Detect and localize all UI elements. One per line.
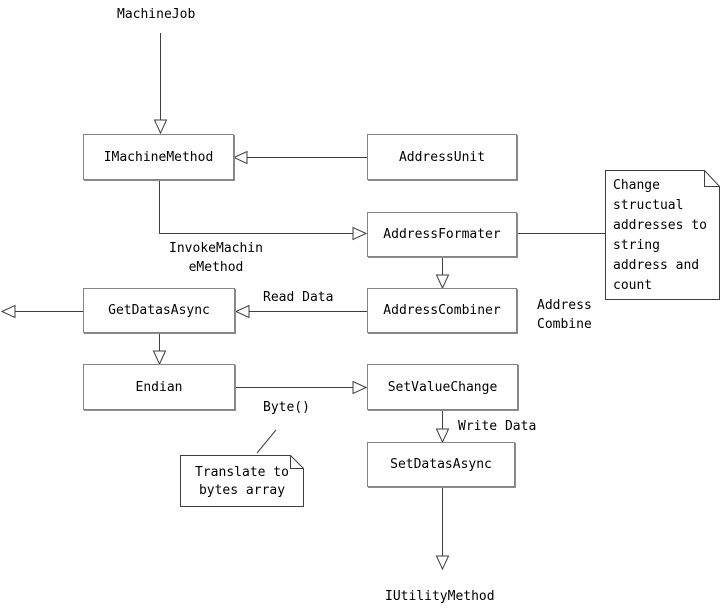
arrow-addressformater-to-addresscombiner <box>435 258 450 290</box>
node-getdatasasync[interactable]: GetDatasAsync <box>83 288 235 333</box>
edge-label-addresscombine-line1: Address <box>537 298 592 313</box>
edge-label-invokemachinemethod-line1: InvokeMachin <box>169 241 263 256</box>
note-translate-bytes-shape[interactable] <box>180 429 304 507</box>
edge-label-invokemachinemethod: InvokeMachin eMethod <box>158 239 274 277</box>
edge-label-writedata: Write Data <box>458 419 537 434</box>
edge-label-invokemachinemethod-line2: eMethod <box>188 260 244 275</box>
edge-label-byte: Byte() <box>263 400 310 415</box>
node-addressformater[interactable]: AddressFormater <box>367 212 517 257</box>
node-addresscombiner[interactable]: AddressCombiner <box>367 288 517 333</box>
note-change-structural-text: Change structual addresses to string add… <box>613 178 707 293</box>
note-translate-bytes-text: Translate to bytes array <box>195 465 289 498</box>
node-imachinemethod[interactable]: IMachineMethod <box>83 134 234 180</box>
arrow-addresscombiner-to-getdatasasync <box>234 304 367 319</box>
node-machinejob-label: MachineJob <box>117 7 196 22</box>
edge-label-readdata: Read Data <box>263 290 334 305</box>
node-endian[interactable]: Endian <box>83 364 235 410</box>
arrow-addressunit-to-imachinemethod <box>232 150 367 165</box>
note-change-structural-shape[interactable] <box>605 170 720 300</box>
node-iutilitymethod-label: IUtilityMethod <box>385 589 495 604</box>
edge-label-addresscombine: Address Combine <box>537 296 592 334</box>
arrow-imachinemethod-to-addressformater <box>159 181 368 241</box>
node-setvaluechange[interactable]: SetValueChange <box>367 364 518 410</box>
arrow-setvaluechange-to-setdatasasync <box>435 411 450 444</box>
arrow-machinejob-to-imachinemethod <box>153 33 168 135</box>
arrow-getdatasasync-to-endian <box>152 334 167 366</box>
arrow-endian-to-setvaluechange <box>236 380 368 395</box>
arrow-getdatasasync-to-left <box>0 304 83 319</box>
edge-label-addresscombine-line2: Combine <box>537 317 592 332</box>
arrow-setdatasasync-to-iutilitymethod <box>435 488 450 571</box>
node-setdatasasync[interactable]: SetDatasAsync <box>367 442 515 487</box>
node-addressunit[interactable]: AddressUnit <box>367 134 517 180</box>
